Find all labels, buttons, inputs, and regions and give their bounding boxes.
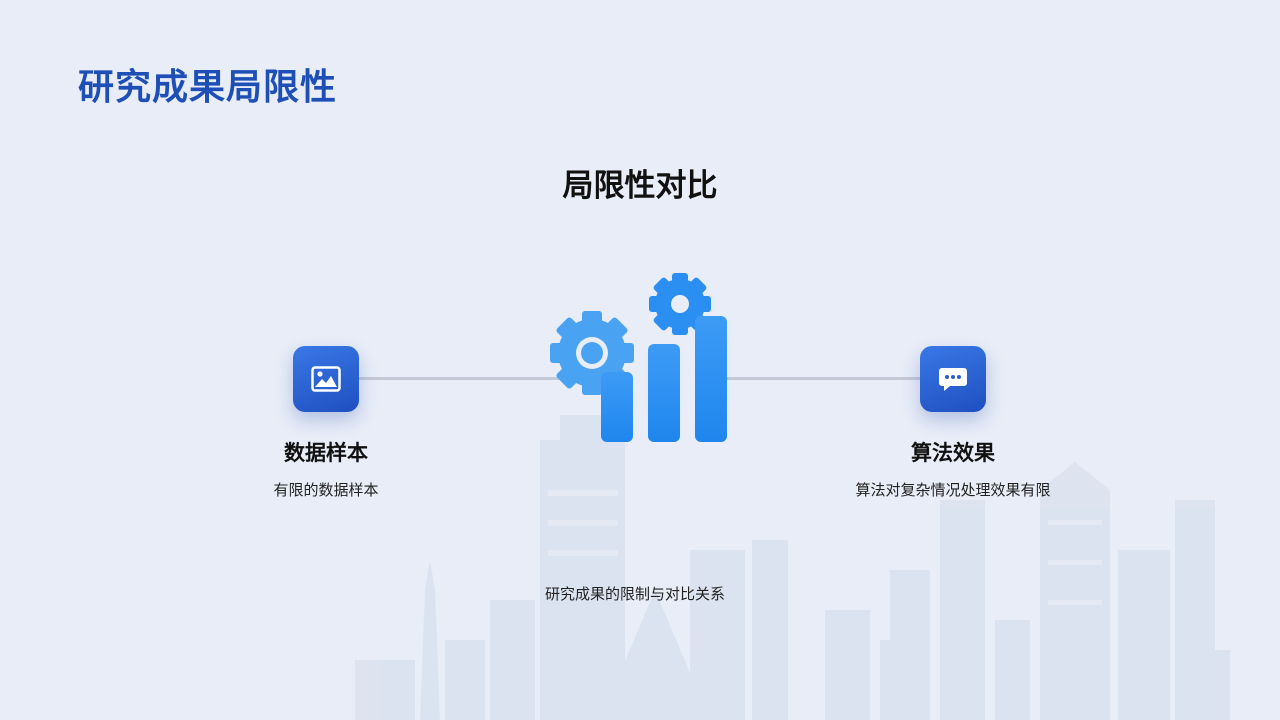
- gears-bar-chart-icon: [550, 273, 727, 442]
- connector-line-left: [356, 377, 566, 380]
- section-title: 局限性对比: [562, 168, 718, 204]
- connector-line-right: [722, 377, 922, 380]
- data-sample-description: 有限的数据样本: [273, 481, 379, 499]
- image-icon: [311, 366, 341, 392]
- algorithm-effect-description: 算法对复杂情况处理效果有限: [855, 481, 1051, 499]
- relationship-caption: 研究成果的限制与对比关系: [544, 585, 725, 603]
- algorithm-effect-title: 算法效果: [911, 441, 995, 465]
- page-title: 研究成果局限性: [78, 67, 338, 108]
- chat-bubble-icon: [939, 368, 967, 391]
- data-sample-title: 数据样本: [284, 441, 368, 465]
- algorithm-effect-icon-box: [920, 346, 986, 412]
- data-sample-icon-box: [293, 346, 359, 412]
